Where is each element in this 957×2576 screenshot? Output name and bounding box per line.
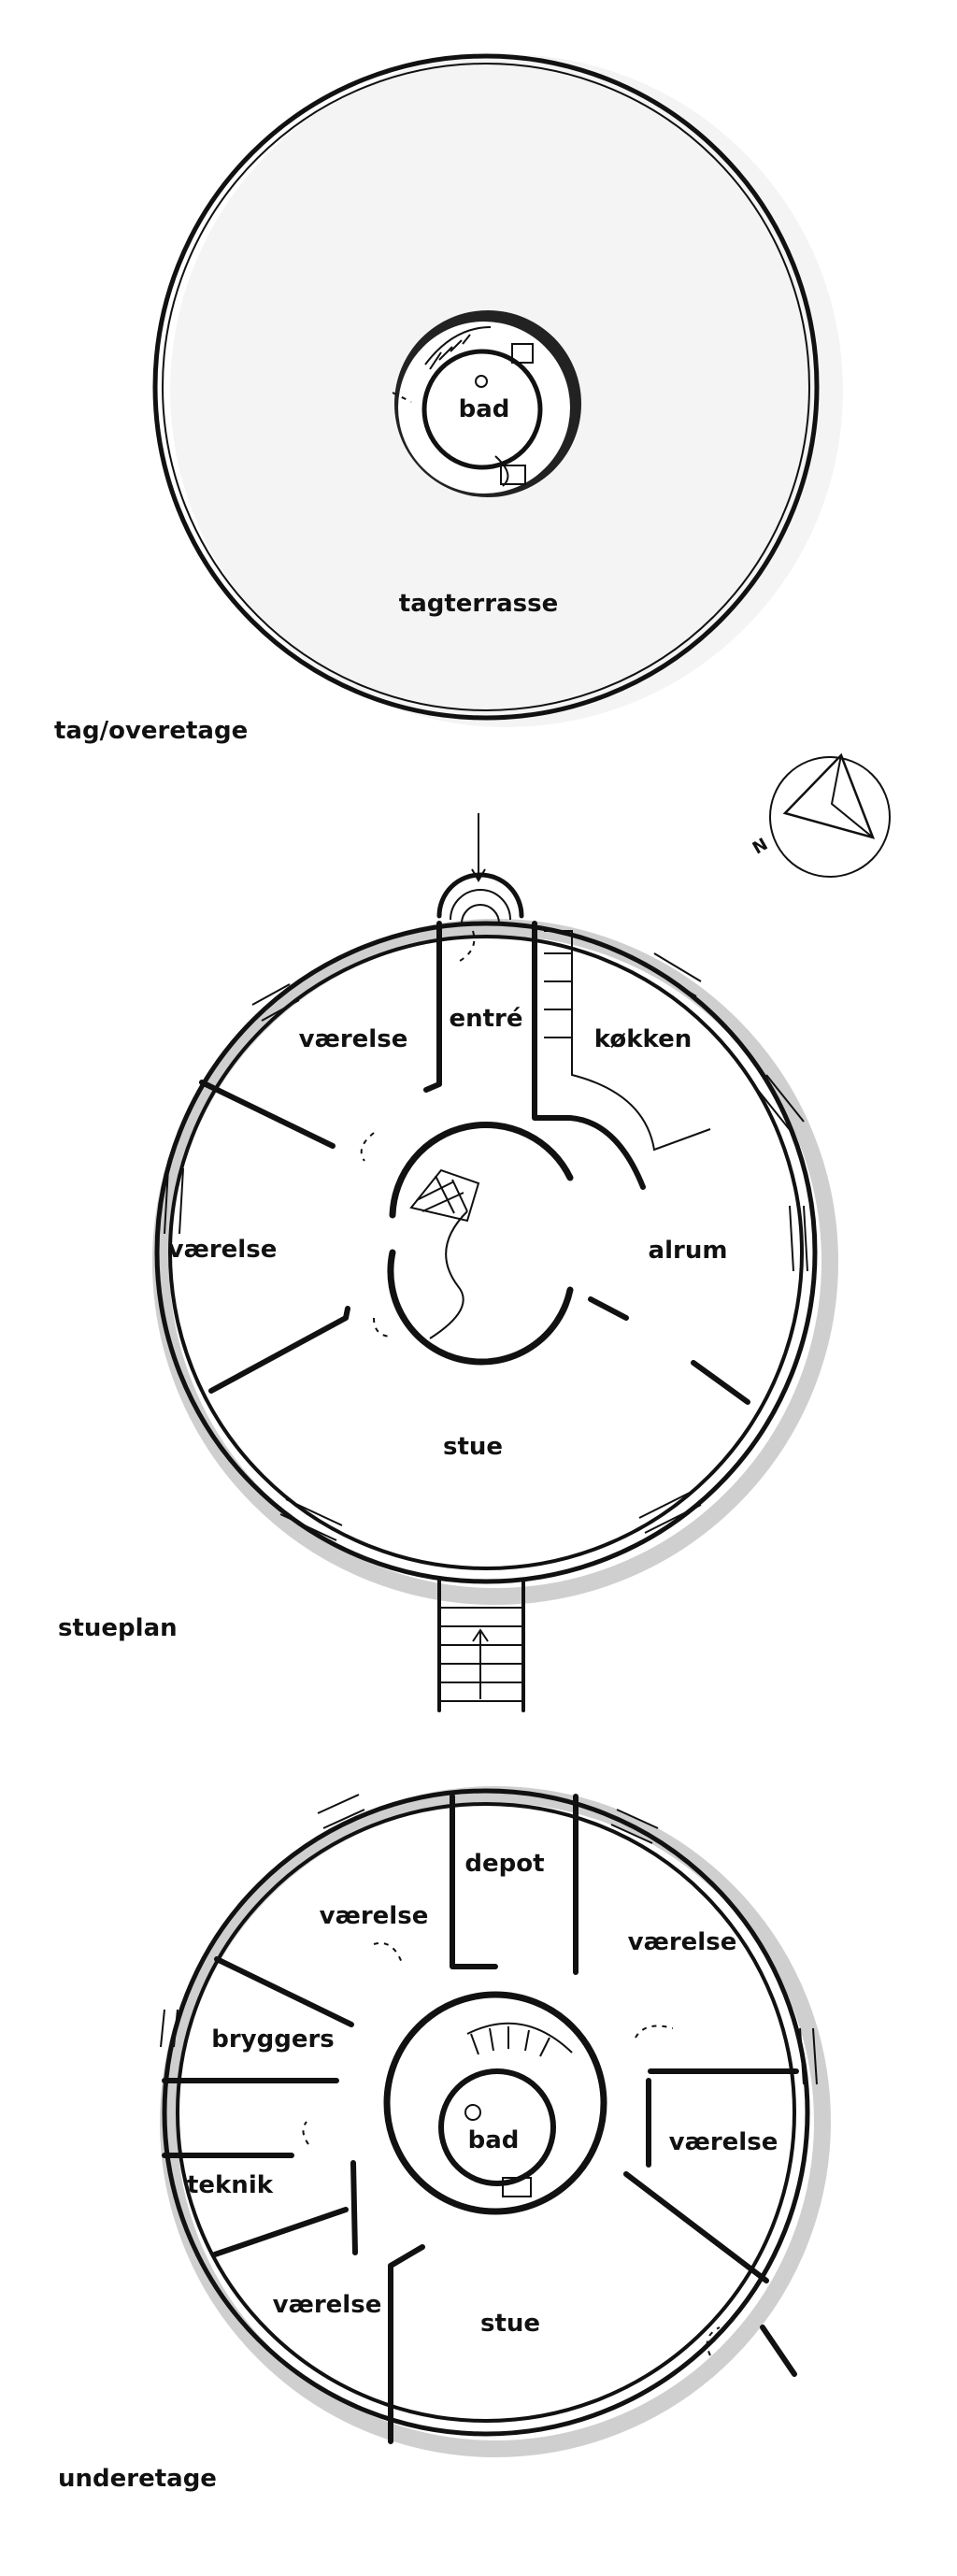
ground-porch-arc-mid: [450, 889, 511, 921]
basement-bedroom-top-right-label: værelse: [628, 1928, 737, 1956]
compass-circle: [769, 756, 891, 878]
ground-floor-plan: entré værelse køkken værelse alrum stue …: [58, 813, 838, 1712]
basement-door-frame: [502, 2177, 532, 2197]
ground-core-stair-treads: [416, 1175, 468, 1214]
basement-technical-label: teknik: [187, 2171, 274, 2199]
roof-outer-wall: [152, 53, 820, 721]
roof-door-swing: [494, 455, 509, 487]
ground-shadow: [152, 919, 838, 1605]
roof-basin: [511, 343, 534, 364]
roof-bath-label: bad: [459, 395, 510, 423]
basement-toilet: [464, 2104, 481, 2121]
basement-inner-wall: [176, 1802, 796, 2423]
ground-core-south: [387, 1249, 574, 1366]
compass-arrow-ridge: [830, 754, 874, 838]
basement-bedroom-top-left-label: værelse: [320, 1902, 429, 1930]
roof-outer-line: [162, 63, 810, 711]
ground-door-swing-1: [360, 1132, 375, 1162]
basement-core-fill: [396, 2004, 594, 2202]
basement-living-label: stue: [480, 2310, 540, 2338]
basement-bath-label: bad: [468, 2126, 520, 2154]
basement-bedroom-right-label: værelse: [669, 2128, 778, 2156]
basement-floor-label: underetage: [58, 2465, 217, 2493]
ground-kitchen-units: [544, 952, 572, 1038]
roof-terrace-label: tagterrasse: [399, 590, 558, 618]
basement-stair-treads: [470, 2026, 550, 2057]
ground-bedroom-top-label: værelse: [299, 1025, 408, 1053]
compass-north-letter: N: [750, 835, 772, 859]
ground-porch-arc-outer: [436, 872, 524, 919]
ground-porch-arc-inner: [461, 904, 500, 924]
roof-stair-treads: [429, 334, 471, 370]
roof-toilet: [475, 375, 488, 388]
ground-core-stair: [409, 1168, 480, 1223]
ground-bedroom-left-label: værelse: [168, 1236, 278, 1264]
roof-door-frame: [500, 465, 526, 485]
basement-bath-wall: [438, 2068, 556, 2186]
basement-stair-curve: [466, 2022, 573, 2054]
roof-door-arc: [392, 392, 412, 403]
ground-interior-walls: [199, 921, 750, 1405]
basement-shadow: [160, 1786, 831, 2457]
ground-core-curve: [429, 1210, 468, 1339]
ground-kitchen-label: køkken: [594, 1025, 693, 1053]
basement-floor-plan: depot værelse værelse bryggers bad værel…: [58, 1786, 831, 2493]
basement-door-swing-1: [373, 1942, 403, 1964]
basement-outer-wall: [162, 1788, 810, 2437]
roof-bath-wall: [421, 349, 543, 470]
basement-door-swing-4: [706, 2326, 721, 2356]
north-arrow: N: [750, 752, 891, 878]
basement-door-swing-2: [635, 2025, 674, 2039]
ground-inner-wall: [168, 935, 804, 1570]
ground-entrance-label: entré: [449, 1005, 522, 1033]
basement-utility-label: bryggers: [211, 2025, 335, 2054]
ground-door-swing-3: [459, 930, 476, 962]
ground-floor-label: stueplan: [58, 1614, 178, 1642]
ground-outer-wall: [154, 921, 818, 1584]
roof-floor-label: tag/overetage: [54, 717, 248, 745]
basement-storage-label: depot: [464, 1850, 544, 1878]
basement-windows: [160, 1794, 818, 2085]
ground-kitchen-counter: [544, 930, 711, 1152]
basement-core-wall: [383, 1991, 607, 2215]
ground-living-label: stue: [443, 1433, 503, 1461]
basement-bedroom-bottom-left-label: værelse: [273, 2291, 382, 2319]
ground-entrance-arrowhead: [471, 868, 486, 882]
ground-windows: [164, 952, 808, 1541]
ground-family-room-label: alrum: [649, 1237, 728, 1265]
basement-interior-walls: [162, 1794, 799, 2444]
ground-front-stair-arrow: [472, 1628, 489, 1699]
roof-stair: [424, 326, 492, 365]
ground-door-swing-2: [373, 1317, 393, 1338]
compass-arrow: [782, 752, 876, 839]
roof-floor-plan: bad tagterrasse tag/overetage: [54, 53, 843, 745]
basement-door-swing-3: [302, 2121, 309, 2145]
ground-core-north: [389, 1122, 574, 1219]
